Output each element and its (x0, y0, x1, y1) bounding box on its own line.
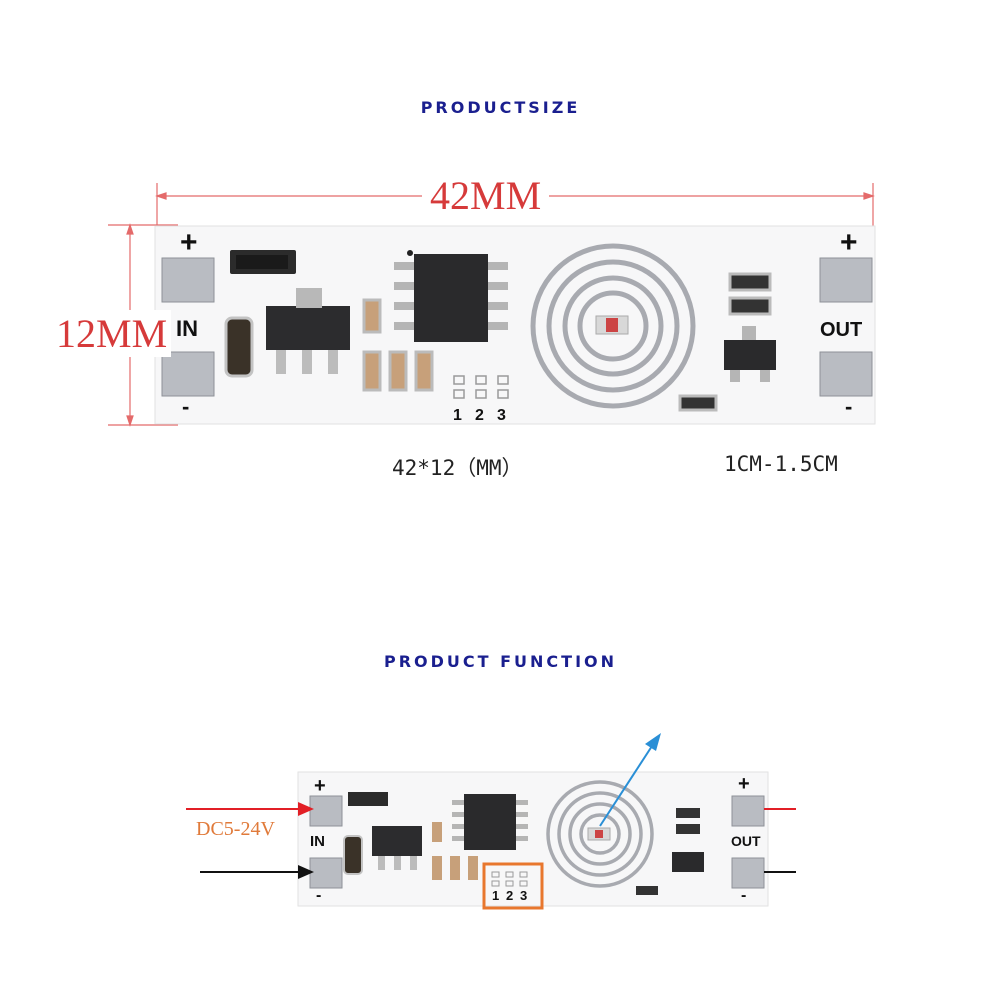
pin-3-label: 3 (497, 407, 506, 424)
minus-right-label-small: - (741, 887, 746, 904)
pcb-board-large (154, 225, 876, 425)
sensing-arrow (599, 733, 661, 827)
size-caption: 42*12（MM） (392, 456, 523, 480)
voltage-label: DC5-24V (196, 818, 275, 840)
input-negative-arrow (200, 865, 314, 879)
input-positive-arrow (186, 802, 314, 816)
out-label: OUT (820, 319, 862, 341)
plus-left-label-small: + (314, 775, 326, 797)
capacitor (224, 316, 254, 378)
in-minus-pad (161, 351, 215, 397)
minus-left-label: - (182, 394, 189, 419)
product-function-title: PRODUCT FUNCTION (383, 652, 618, 671)
plus-right-label-small: + (738, 773, 750, 795)
pin-2-label: 2 (475, 407, 484, 424)
transistor (724, 340, 776, 370)
out-plus-pad (819, 257, 873, 303)
height-dimension-label: 12MM (52, 310, 172, 357)
pin-1-label: 1 (453, 407, 462, 424)
plus-right-label: + (840, 226, 858, 259)
touch-coil (530, 243, 696, 409)
plus-left-label: + (180, 226, 198, 259)
in-plus-pad (161, 257, 215, 303)
in-label-small: IN (310, 833, 325, 850)
out-minus-pad (819, 351, 873, 397)
pin-3-label-small: 3 (520, 888, 527, 903)
pin-highlight-box (482, 862, 544, 910)
in-label: IN (176, 316, 198, 341)
out-label-small: OUT (731, 833, 761, 849)
width-dimension-label: 42MM (422, 172, 550, 219)
product-size-title: PRODUCTSIZE (420, 98, 581, 117)
pcb-board-small (297, 771, 769, 907)
minus-left-label-small: - (316, 887, 321, 904)
voltage-regulator (266, 306, 350, 350)
pin-1-label-small: 1 (492, 888, 499, 903)
minus-right-label: - (845, 394, 852, 419)
thickness-caption: 1CM-1.5CM (724, 452, 838, 476)
ic-chip (394, 254, 508, 342)
pin-2-label-small: 2 (506, 888, 513, 903)
